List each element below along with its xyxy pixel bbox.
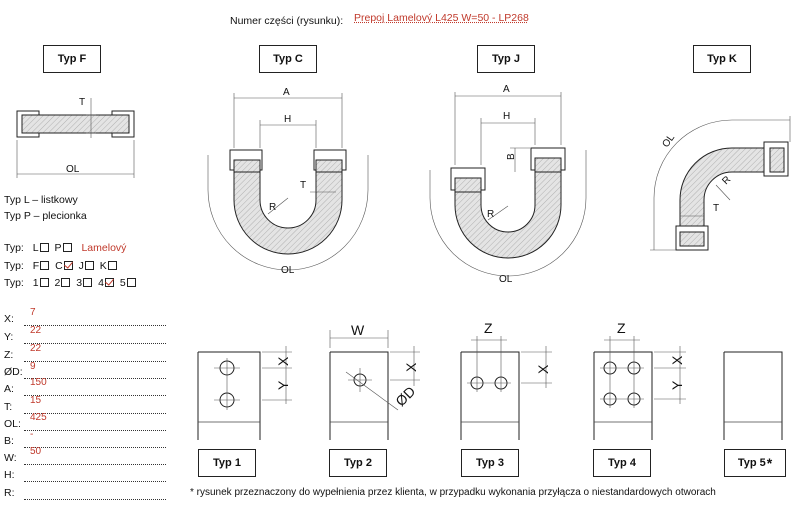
type-k-t-dim: T [713,203,719,214]
hole-type-1-x-dim: X [275,356,291,366]
type-k-box: Typ K [693,45,751,73]
hole-type-2-box: Typ 2 [329,449,387,477]
field-label-b: B: [4,435,14,447]
checkbox-2[interactable] [61,278,71,287]
checkbox-4[interactable] [104,278,114,287]
checkbox-c[interactable] [63,261,73,270]
type-j-h-dim: H [503,111,510,122]
type-c-box: Typ C [259,45,317,73]
hole-type-5-drawing [723,351,783,440]
field-label-w: W: [4,452,17,464]
type-c-a-dim: A [283,87,290,98]
hole-type-5-box: Typ 5* [724,449,786,477]
type-k-r-dim: R [720,174,733,187]
checkbox-j[interactable] [84,261,94,270]
field-value-z[interactable]: 22 [30,343,42,354]
type-j-ol-dim: OL [499,274,513,285]
hole-type-2-od-dim: ØD [392,383,418,409]
type-f-drawing [16,98,135,178]
selector-row-3: Typ: 1 2 3 4 5 [4,277,139,289]
hole-type-2-w-dim: W [351,322,365,338]
field-value-ol[interactable]: 425 [30,412,47,423]
hole-type-4-y-dim: Y [669,380,685,390]
field-label-h: H: [4,469,15,481]
legend-p: Typ P – plecionka [4,210,87,222]
hole-type-3-drawing [460,336,552,440]
field-label-x: X: [4,313,14,325]
type-j-box: Typ J [477,45,535,73]
checkbox-k[interactable] [107,261,117,270]
selector-row-2: Typ: F C J K [4,260,120,272]
type-f-ol-dim: OL [66,164,80,175]
hole-type-4-box: Typ 4 [593,449,651,477]
type-c-r-dim: R [269,202,276,213]
checkbox-p[interactable] [62,243,72,252]
type-k-drawing [650,116,791,251]
chosen-type: Lamelový [81,242,127,254]
field-label-y: Y: [4,331,14,343]
hole-type-3-z-dim: Z [484,320,493,336]
hole-type-2-x-dim: X [403,362,419,372]
field-value-x[interactable]: 7 [30,307,36,318]
type-j-drawing [429,92,587,277]
part-number-value[interactable]: Prepoj Lamelový L425 W=50 - LP268 [354,12,529,24]
legend-l: Typ L – listkowy [4,194,78,206]
field-value-t[interactable]: 15 [30,395,42,406]
hole-type-2-drawing [329,330,420,440]
hole-type-4-x-dim: X [669,355,685,365]
type-k-ol-dim: OL [660,132,677,150]
type-c-drawing [207,93,369,271]
hole-type-3-x-dim: X [535,364,551,374]
checkbox-5[interactable] [126,278,136,287]
field-label-a: A: [4,383,14,395]
field-value-y[interactable]: 22 [30,325,42,336]
field-label-ol: OL: [4,418,21,430]
hole-type-3-box: Typ 3 [461,449,519,477]
type-j-b-dim: B [506,153,517,160]
field-label-r: R: [4,487,15,499]
type-f-t-dim: T [79,97,85,108]
hole-type-4-z-dim: Z [617,320,626,336]
hole-type-1-drawing [197,346,292,440]
type-f-box: Typ F [43,45,101,73]
field-label-od: ØD: [4,366,23,378]
field-value-w[interactable]: 50 [30,446,42,457]
type-j-a-dim: A [503,84,510,95]
selector-row-1: Typ: L P Lamelový [4,242,127,254]
field-value-od[interactable]: 9 [30,361,36,372]
hole-type-1-y-dim: Y [275,380,291,390]
checkbox-l[interactable] [39,243,49,252]
footnote: * rysunek przeznaczony do wypełnienia pr… [190,487,716,498]
checkbox-3[interactable] [83,278,93,287]
checkbox-f[interactable] [40,261,50,270]
type-c-ol-dim: OL [281,265,295,276]
type-c-t-dim: T [300,180,306,191]
hole-type-4-drawing [593,336,686,440]
field-value-b[interactable]: - [30,429,34,440]
field-label-t: T: [4,401,13,413]
type-c-h-dim: H [284,114,291,125]
hole-type-1-box: Typ 1 [198,449,256,477]
part-number-label: Numer części (rysunku): [230,15,344,27]
field-label-z: Z: [4,349,14,361]
field-value-a[interactable]: 150 [30,377,47,388]
checkbox-1[interactable] [39,278,49,287]
type-j-r-dim: R [487,209,494,220]
